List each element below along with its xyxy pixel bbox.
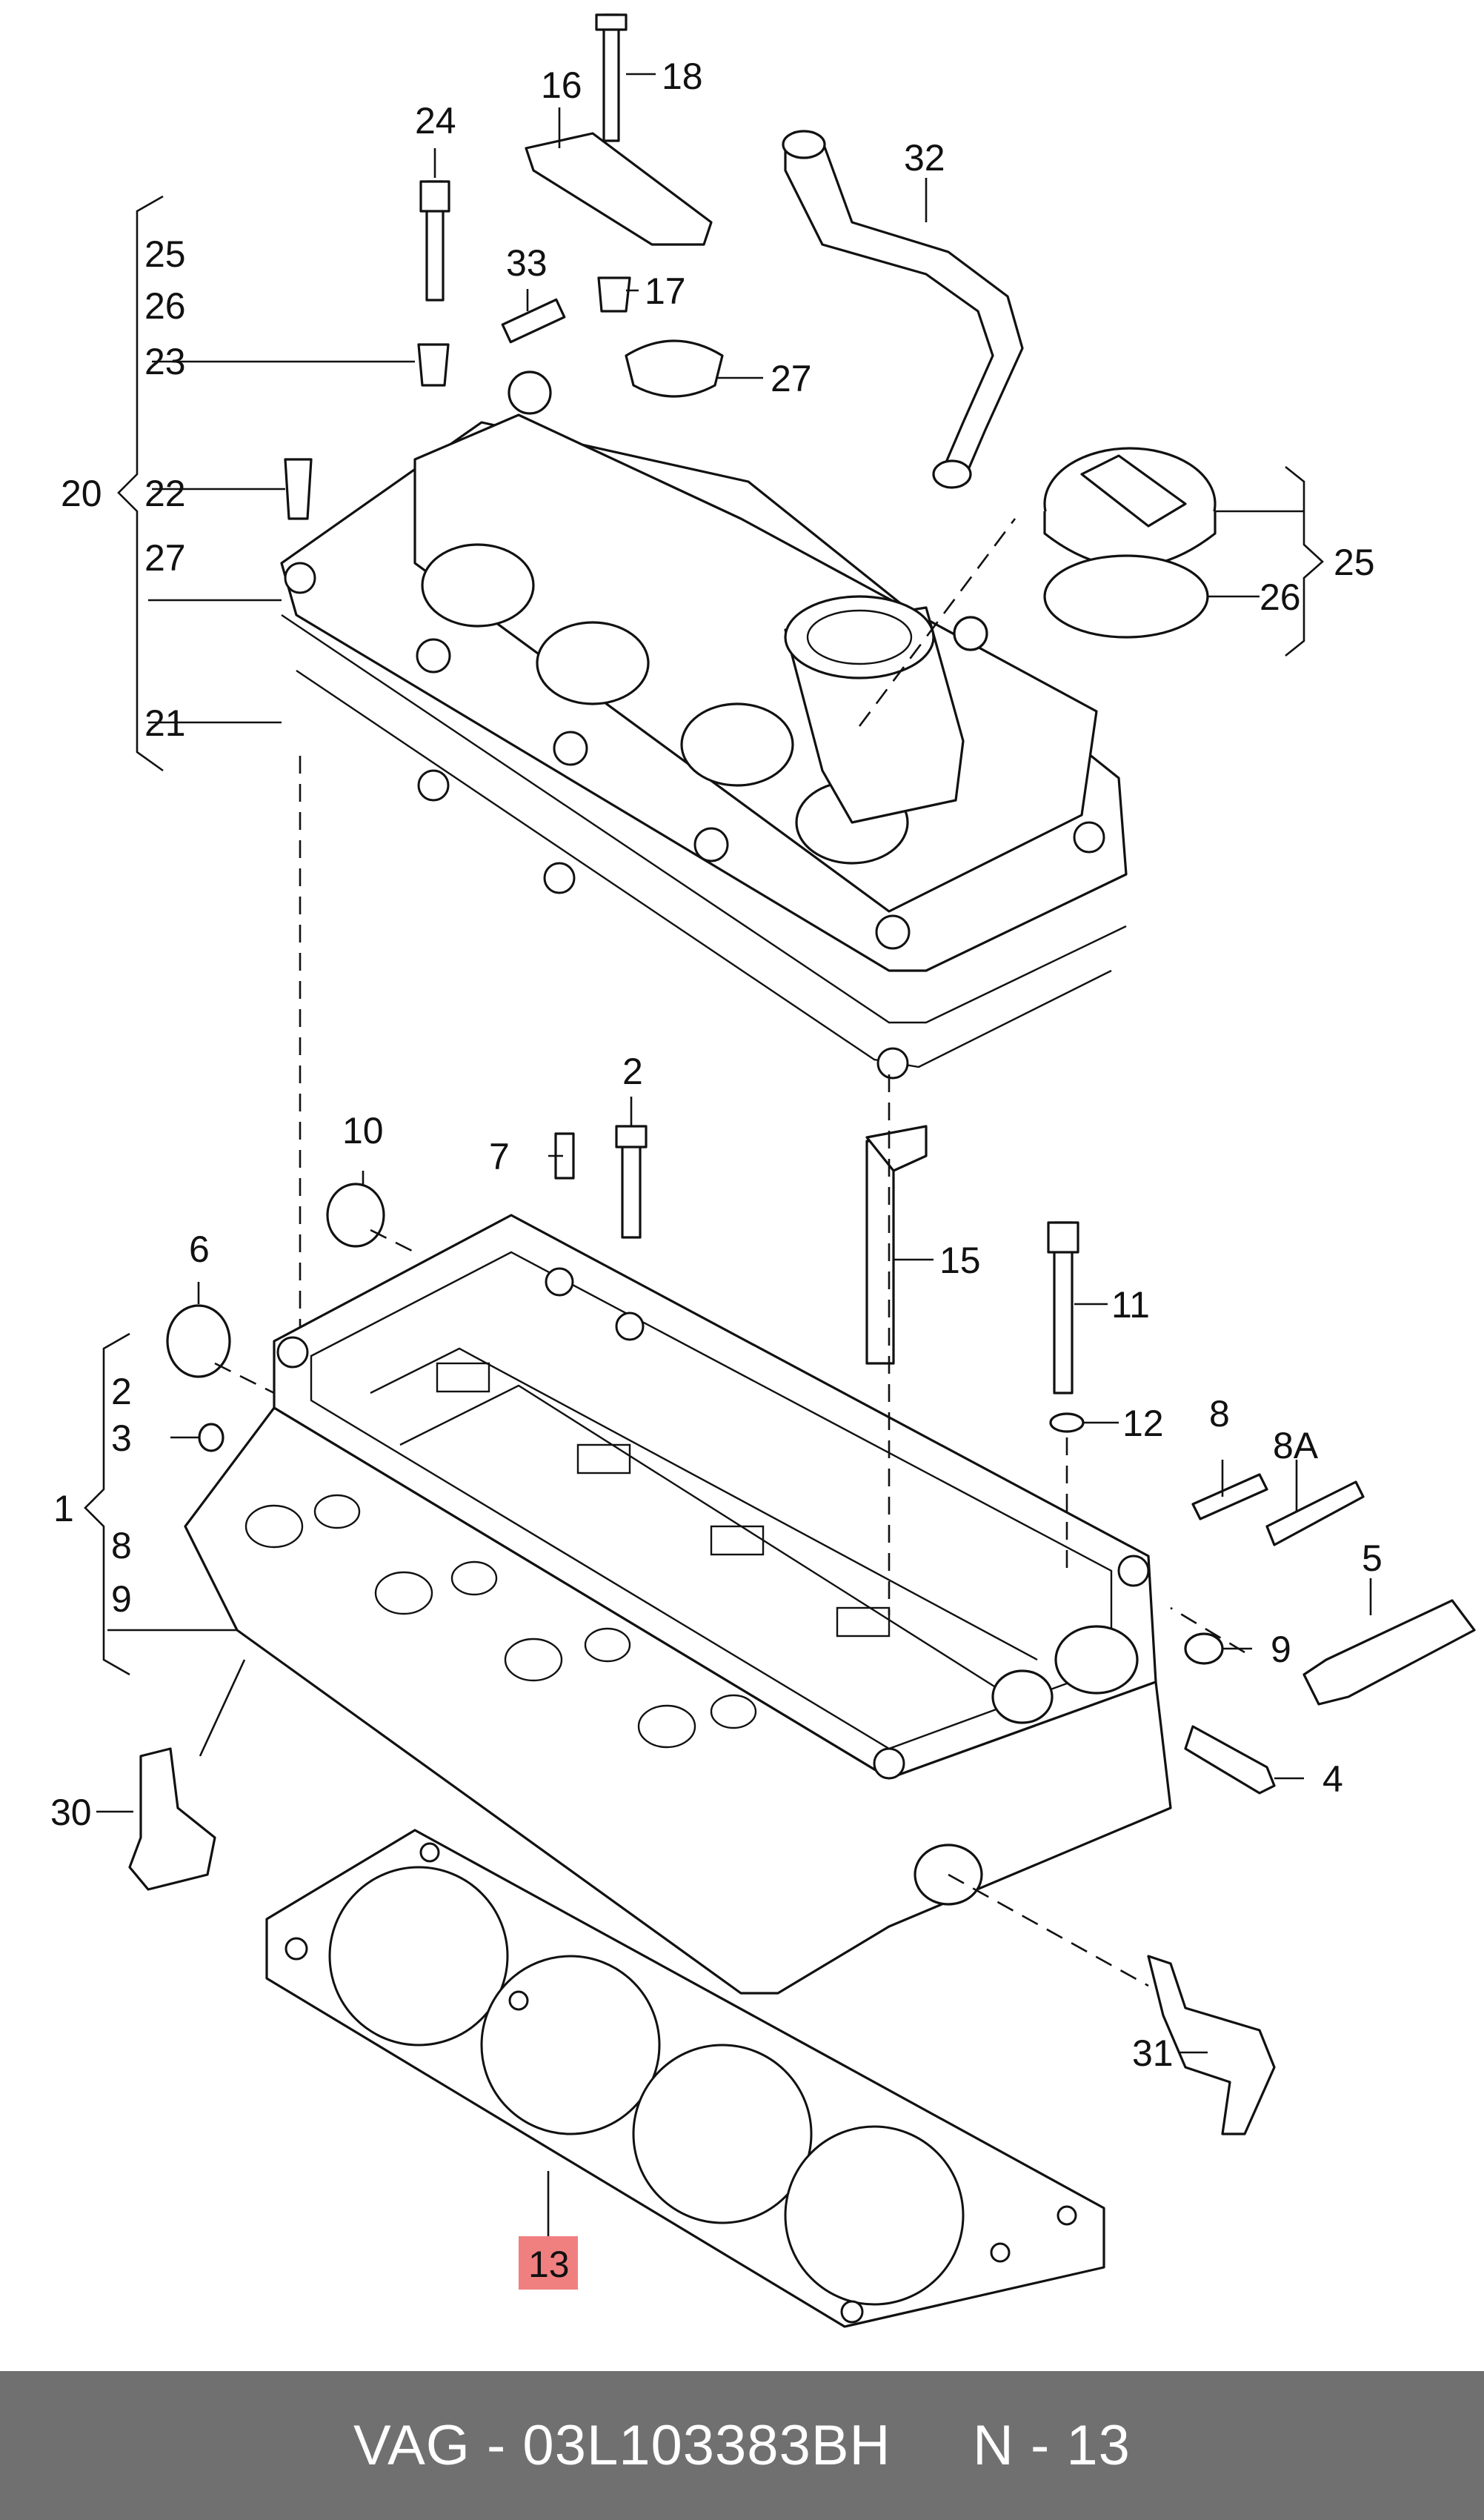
callout-30: 30 bbox=[50, 1792, 92, 1833]
callout-20: 20 bbox=[61, 473, 102, 514]
callout-23: 23 bbox=[144, 341, 186, 382]
bolt-24 bbox=[419, 180, 450, 302]
callout-5: 5 bbox=[1362, 1537, 1382, 1579]
bolt-2 bbox=[615, 1125, 648, 1239]
callout-18: 18 bbox=[662, 56, 703, 97]
callout-17: 17 bbox=[645, 270, 686, 312]
injector-15 bbox=[865, 1125, 928, 1365]
callout-22: 22 bbox=[144, 473, 186, 514]
callout-26-left: 26 bbox=[144, 285, 186, 327]
callout-31: 31 bbox=[1132, 2032, 1174, 2074]
callout-13-highlight bbox=[519, 2236, 578, 2290]
pin-4 bbox=[1184, 1725, 1276, 1795]
callout-26-right: 26 bbox=[1260, 576, 1301, 618]
part-number-footer: VAG - 03L103383BH N - 13 bbox=[0, 2371, 1484, 2520]
callout-labels: 16 18 24 33 17 27 32 25 26 23 20 22 27 2… bbox=[50, 56, 1382, 2285]
callout-8: 8 bbox=[1209, 1393, 1230, 1434]
callout-1: 1 bbox=[53, 1488, 74, 1529]
grommet-23 bbox=[417, 343, 450, 387]
seal-27 bbox=[625, 339, 724, 398]
callout-15: 15 bbox=[939, 1240, 981, 1281]
seal-10 bbox=[326, 1183, 385, 1248]
callout-16: 16 bbox=[541, 64, 582, 106]
callout-11: 11 bbox=[1111, 1284, 1150, 1326]
bracket-16 bbox=[525, 132, 713, 246]
callout-32: 32 bbox=[904, 137, 945, 179]
leader-lines bbox=[96, 73, 1372, 2238]
filler-cap-seal bbox=[1043, 554, 1209, 639]
cylinder-head-cover bbox=[280, 370, 1128, 1080]
part-number-text: VAG - 03L103383BH N - 13 bbox=[353, 2414, 1131, 2477]
bolt-18 bbox=[595, 13, 628, 142]
breather-hose bbox=[782, 130, 1024, 489]
bracket-group-20 bbox=[117, 195, 164, 772]
callout-8-left: 8 bbox=[111, 1525, 132, 1566]
bracket-31 bbox=[1147, 1955, 1276, 2135]
callout-7: 7 bbox=[489, 1136, 510, 1177]
callout-27-left: 27 bbox=[144, 537, 186, 579]
callout-6: 6 bbox=[189, 1229, 210, 1270]
callout-25-right: 25 bbox=[1334, 542, 1375, 583]
callout-3: 3 bbox=[111, 1417, 132, 1459]
callout-33: 33 bbox=[506, 242, 548, 284]
exploded-parts-diagram: 16 18 24 33 17 27 32 25 26 23 20 22 27 2… bbox=[50, 13, 1476, 2328]
washer-12 bbox=[1049, 1412, 1085, 1433]
callout-24: 24 bbox=[415, 100, 456, 142]
callout-27-upper: 27 bbox=[771, 358, 812, 399]
seal-3 bbox=[198, 1423, 224, 1452]
callout-2-left: 2 bbox=[111, 1371, 132, 1412]
plug-6 bbox=[166, 1304, 231, 1378]
callout-21: 21 bbox=[144, 702, 186, 744]
callout-10: 10 bbox=[342, 1110, 384, 1151]
callout-13: 13 bbox=[528, 2244, 570, 2285]
head-gasket bbox=[265, 1829, 1105, 2328]
plug-17 bbox=[597, 276, 631, 313]
bolt-11 bbox=[1047, 1221, 1079, 1394]
callout-12: 12 bbox=[1122, 1403, 1164, 1444]
cylinder-head bbox=[184, 1214, 1172, 1995]
sealant-tube-5 bbox=[1302, 1599, 1476, 1706]
oil-filler-cap bbox=[1043, 447, 1217, 568]
plug-9 bbox=[1184, 1632, 1224, 1665]
stud-22 bbox=[284, 458, 313, 520]
bracket-group-25 bbox=[1285, 465, 1324, 657]
stud-8 bbox=[1191, 1473, 1268, 1520]
assembly-lines bbox=[214, 518, 1245, 1987]
bracket-group-1 bbox=[84, 1332, 130, 1676]
callout-9-left: 9 bbox=[111, 1578, 132, 1620]
stud-8A bbox=[1265, 1480, 1365, 1546]
callout-2-upper: 2 bbox=[622, 1051, 643, 1092]
callout-25-left: 25 bbox=[144, 233, 186, 275]
callout-4: 4 bbox=[1322, 1758, 1343, 1800]
callout-8A: 8A bbox=[1273, 1425, 1319, 1466]
bracket-30 bbox=[128, 1747, 216, 1891]
sleeve-33 bbox=[501, 298, 566, 344]
callout-9-right: 9 bbox=[1271, 1629, 1291, 1670]
